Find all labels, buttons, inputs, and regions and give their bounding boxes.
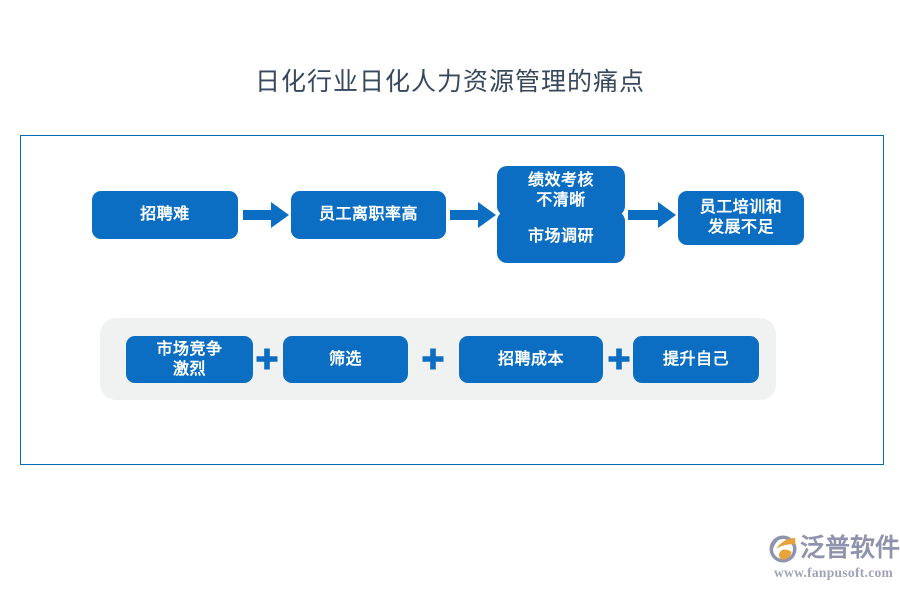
brand-watermark: 泛普软件 www.fanpusoft.com [768, 534, 900, 586]
flow-box-training-development[interactable]: 员工培训和 发展不足 [678, 191, 804, 245]
flow-box-turnover-rate[interactable]: 员工离职率高 [291, 191, 446, 239]
flow-box-label: 市场调研 [527, 228, 594, 245]
factor-box-self-improvement[interactable]: 提升自己 [633, 336, 759, 383]
brand-name: 泛普软件 [800, 535, 900, 562]
factor-box-recruitment-cost[interactable]: 招聘成本 [459, 336, 603, 383]
diagram-frame [20, 135, 884, 465]
plus-icon [422, 348, 444, 370]
right-arrow-icon [450, 202, 496, 228]
plus-icon [608, 348, 630, 370]
flow-box-performance-review[interactable]: 绩效考核 不清晰 [497, 166, 625, 216]
flow-box-label: 员工离职率高 [318, 206, 418, 223]
right-arrow-icon [243, 202, 289, 228]
brand-url: www.fanpusoft.com [774, 565, 894, 580]
factor-box-label: 市场竞争 激烈 [156, 340, 223, 378]
flow-box-label: 员工培训和 发展不足 [699, 199, 783, 236]
factor-box-label: 提升自己 [662, 350, 729, 368]
fanpu-swoosh-icon [769, 535, 797, 563]
flow-box-market-research[interactable]: 市场调研 [497, 211, 625, 263]
factor-box-market-competition[interactable]: 市场竞争 激烈 [126, 336, 253, 383]
flow-box-recruitment-difficulty[interactable]: 招聘难 [92, 191, 238, 239]
flow-box-label: 绩效考核 不清晰 [527, 172, 594, 209]
page-title: 日化行业日化人力资源管理的痛点 [254, 69, 645, 96]
brand-logo-row: 泛普软件 [768, 534, 900, 564]
factor-box-label: 筛选 [328, 350, 362, 368]
right-arrow-icon [628, 202, 676, 228]
plus-icon [256, 348, 278, 370]
factor-box-screening[interactable]: 筛选 [283, 336, 408, 383]
flow-box-label: 招聘难 [140, 206, 190, 223]
factor-box-label: 招聘成本 [497, 350, 564, 368]
